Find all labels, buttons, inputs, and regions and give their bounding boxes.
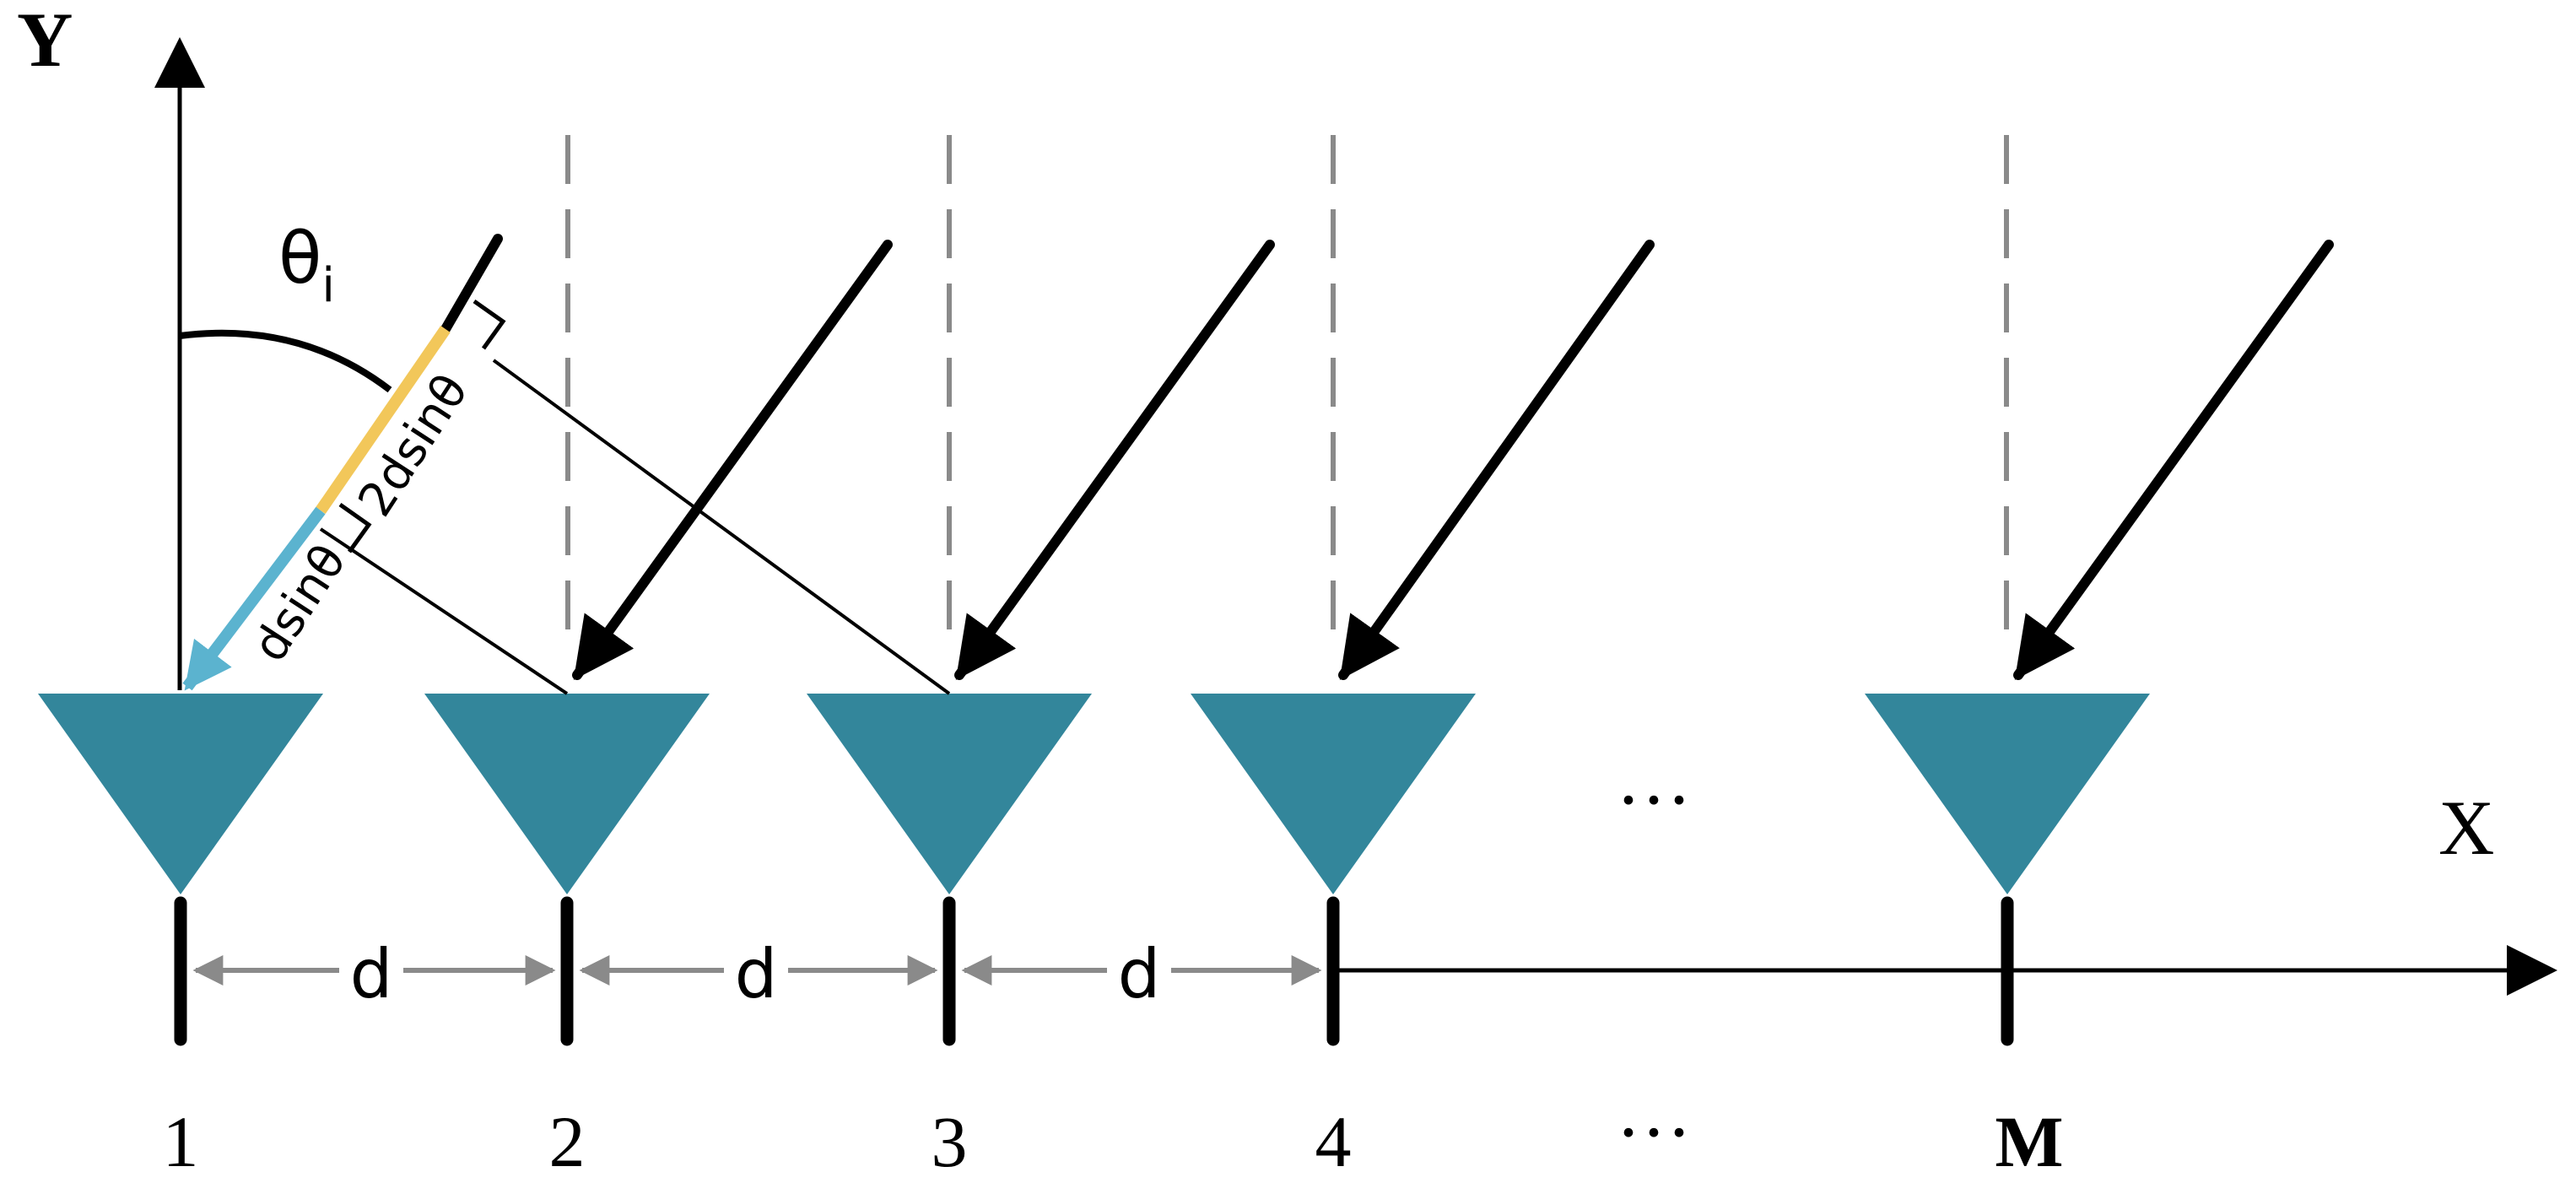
index-ellipsis: ··· [1616,1091,1692,1175]
spacing-label-bg-2 [724,937,788,1001]
path-difference-double [316,326,451,514]
incoming-rays [572,240,2334,680]
wavefront-line-2 [319,527,569,695]
angle-subscript: i [321,258,335,313]
spacing-label-bg-1 [339,937,403,1001]
incoming-ray-m [2013,240,2334,680]
angle-label: θi [278,217,335,313]
incoming-ray-4 [1338,240,1655,680]
y-axis-label: Y [17,0,73,83]
wavefront-line-3 [492,359,951,695]
spacing-label-bg-3 [1107,937,1171,1001]
right-angle-marker-upper [473,299,506,350]
antenna-m [1865,694,2150,894]
element-indices: 1 2 3 4 M [163,1101,2064,1182]
x-axis-label: X [2438,785,2494,871]
element-index-m: M [1995,1101,2063,1182]
normal-lines [565,135,2009,637]
element-index-2: 2 [549,1101,586,1182]
element-ticks [174,896,2014,1046]
path-label-single: dsinθ [242,535,357,671]
path-difference-single [182,506,326,691]
array-ellipsis: ··· [1616,759,1692,842]
incoming-ray-2 [572,240,893,680]
spacing-label-2-3: d [735,935,778,1013]
spacing-label-1-2: d [350,935,393,1013]
antenna-3 [807,694,1092,894]
angle-symbol: θ [278,217,321,300]
incoming-ray-1-stub [440,234,503,334]
antennas [38,694,2150,894]
antenna-4 [1191,694,1476,894]
antenna-1 [38,694,323,894]
right-angle-marker-lower [338,502,372,554]
element-index-1: 1 [163,1101,199,1182]
angle-arc [179,329,392,393]
spacing-label-3-4: d [1118,935,1161,1013]
antenna-2 [424,694,710,894]
incoming-ray-3 [954,240,1275,680]
element-index-3: 3 [932,1101,968,1182]
element-index-4: 4 [1315,1101,1352,1182]
